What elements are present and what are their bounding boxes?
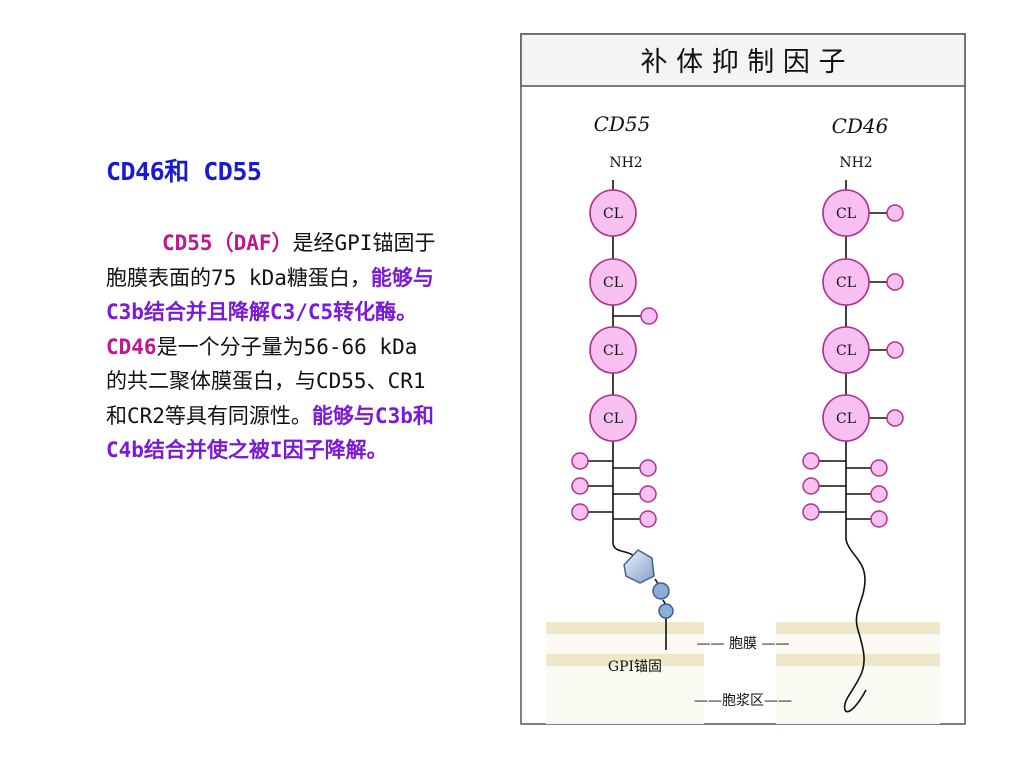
cd46-cl-labels: CL CL CL CL [836, 206, 856, 427]
cd55-name: CD55（DAF） [162, 231, 293, 255]
cd55-glycans [571, 307, 658, 528]
cl-label: CL [603, 411, 623, 427]
cd46-cl-domains [822, 189, 870, 442]
cl-label: CL [836, 343, 856, 359]
cd46-function: 能够与C3b和C4b结合并使之被I因子降解。 [106, 403, 434, 463]
cl-label: CL [836, 275, 856, 291]
gpi-anchor [623, 549, 674, 619]
cd55-cl-labels: CL CL CL CL [603, 206, 623, 427]
diagram-frame [520, 33, 966, 725]
cl-label: CL [603, 343, 623, 359]
cd55-nh2-label: NH2 [609, 155, 642, 171]
cd55-function: 能够与C3b结合并且降解C3/C5转化酶。 [106, 265, 434, 325]
cd46-glycans [802, 204, 904, 528]
cd46-description: 是一个分子量为56-66 kDa的共二聚体膜蛋白，与CD55、CR1和CR2等具… [106, 334, 426, 428]
title-bar [520, 33, 966, 87]
membrane-label: —— 胞膜 —— [697, 636, 790, 652]
cd46-label: CD46 [832, 114, 889, 138]
cd55-label: CD55 [594, 112, 651, 136]
cl-label: CL [836, 411, 856, 427]
cl-label: CL [603, 275, 623, 291]
cd46-name: CD46 [106, 334, 157, 359]
gpi-label: GPI锚固 [608, 659, 662, 675]
cl-label: CL [603, 206, 623, 222]
cytoplasm-label: ——胞浆区—— [694, 693, 792, 709]
cd46-nh2-label: NH2 [839, 155, 872, 171]
cd55-description: 是经GPI锚固于胞膜表面的75 kDa糖蛋白， [106, 231, 436, 290]
cl-label: CL [836, 206, 856, 222]
description-text: CD55（DAF）是经GPI锚固于胞膜表面的75 kDa糖蛋白，能够与C3b结合… [106, 226, 436, 468]
cell-membrane [546, 622, 940, 724]
cd55-cl-domains [589, 189, 637, 442]
section-title: CD46和 CD55 [106, 157, 262, 186]
diagram-title: 补 体 抑 制 因 子 [641, 47, 846, 78]
